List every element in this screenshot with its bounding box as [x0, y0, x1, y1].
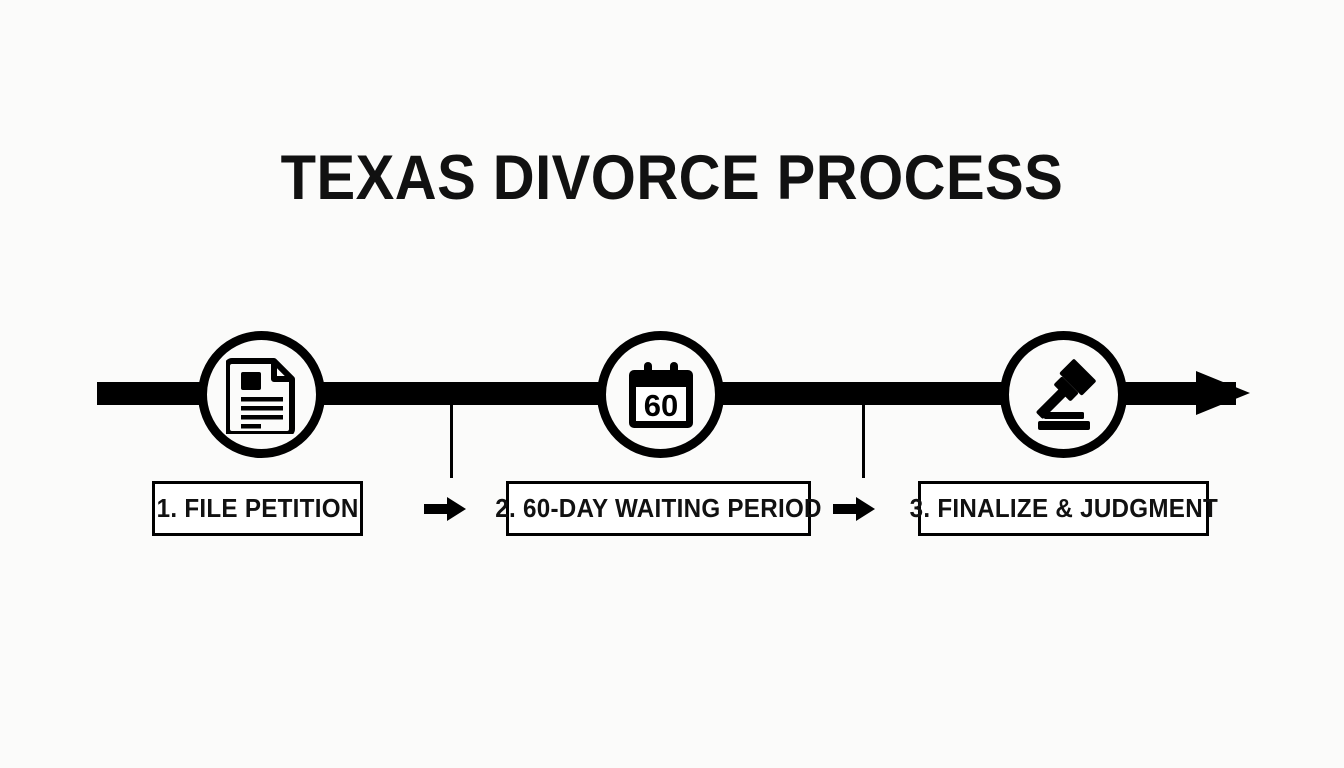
- timeline-arrowhead-icon: [1196, 371, 1250, 415]
- timeline-node-3[interactable]: [1000, 331, 1127, 458]
- timeline-node-1[interactable]: [198, 331, 325, 458]
- timeline-tick-1: [450, 404, 453, 478]
- calendar-icon: 60: [606, 340, 715, 449]
- document-petition-icon: [207, 340, 316, 449]
- step-label-box-3[interactable]: 3. FINALIZE & JUDGMENT: [909, 481, 1217, 536]
- calendar-day-count: 60: [643, 388, 677, 423]
- timeline-node-2[interactable]: 60: [597, 331, 724, 458]
- step-label-3: 3. FINALIZE & JUDGMENT: [909, 493, 1218, 523]
- step-label-box-1[interactable]: 1. FILE PETITION: [152, 481, 363, 536]
- step-label-2: 2. 60-DAY WAITING PERIOD: [495, 493, 822, 523]
- step-label-1: 1. FILE PETITION: [156, 493, 359, 523]
- page-title: TEXAS DIVORCE PROCESS: [280, 143, 1064, 213]
- step-connector-arrow-2-icon: [833, 496, 875, 522]
- step-label-box-2[interactable]: 2. 60-DAY WAITING PERIOD: [495, 481, 821, 536]
- step-connector-arrow-1-icon: [424, 496, 466, 522]
- gavel-icon: [1009, 340, 1118, 449]
- timeline-tick-2: [862, 404, 865, 478]
